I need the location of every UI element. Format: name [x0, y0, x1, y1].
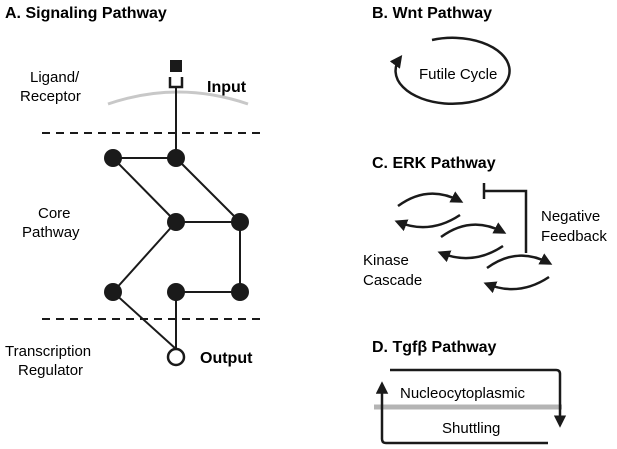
kinase-label-line1: Kinase: [363, 252, 409, 269]
kinase-cycle-1: [394, 191, 464, 232]
feedback-label-line1: Negative: [541, 208, 600, 225]
ligand-square-icon: [170, 60, 182, 72]
negative-feedback-line: [484, 189, 528, 253]
panel-d-title: D. Tgfβ Pathway: [372, 339, 497, 356]
output-node-open-circle-icon: [166, 347, 186, 367]
cycle-arrow-icon: [483, 275, 550, 294]
receptor-cup-icon: [168, 77, 184, 89]
ligand-label-line1: Ligand/: [30, 69, 80, 86]
futile-cycle-arrow-icon: [389, 36, 511, 106]
node-circle-icon: [104, 149, 122, 167]
node-circle-icon: [104, 283, 122, 301]
node-circle-icon: [167, 213, 185, 231]
cycle-arrow-icon: [440, 222, 507, 239]
feedback-label-line2: Feedback: [541, 228, 607, 245]
edge: [112, 221, 177, 293]
edge: [175, 157, 241, 223]
node-circle-icon: [231, 283, 249, 301]
edge: [112, 291, 177, 350]
node-circle-icon: [167, 149, 185, 167]
cycle-arrow-icon: [394, 213, 461, 232]
transcription-label-line2: Regulator: [18, 362, 83, 379]
kinase-cycle-3: [483, 253, 553, 294]
panel-b-title: B. Wnt Pathway: [372, 5, 492, 22]
edge: [112, 157, 177, 223]
nucleocytoplasmic-label: Nucleocytoplasmic: [400, 385, 526, 402]
panel-d-tgfb-pathway: D. Tgfβ Pathway Nucleocytoplasmic Shuttl…: [372, 339, 567, 445]
transcription-label-line1: Transcription: [5, 343, 91, 360]
network-edges: [112, 157, 241, 350]
panel-c-erk-pathway: C. ERK Pathway Negative Feedback Kinase …: [363, 155, 607, 294]
export-arrow-icon: [375, 381, 548, 445]
kinase-label-line2: Cascade: [363, 272, 422, 289]
node-circle-icon: [231, 213, 249, 231]
cycle-arrow-icon: [437, 244, 504, 263]
futile-cycle-label: Futile Cycle: [419, 66, 497, 83]
core-label-line1: Core: [38, 205, 71, 222]
panel-a-title: A. Signaling Pathway: [5, 5, 167, 22]
panel-b-wnt-pathway: B. Wnt Pathway Futile Cycle: [372, 5, 511, 106]
kinase-cycle-2: [437, 222, 507, 263]
ligand-label-line2: Receptor: [20, 88, 81, 105]
input-label: Input: [207, 79, 247, 96]
panel-a-signaling-pathway: A. Signaling Pathway Ligand/ Receptor Co…: [5, 5, 262, 379]
panel-c-title: C. ERK Pathway: [372, 155, 496, 172]
cycle-arrow-icon: [397, 191, 464, 208]
network-nodes: [104, 149, 249, 301]
import-arrow-icon: [390, 368, 567, 428]
core-label-line2: Pathway: [22, 224, 80, 241]
output-label: Output: [200, 350, 253, 367]
shuttling-label: Shuttling: [442, 420, 500, 437]
cycle-arrow-icon: [486, 253, 553, 270]
node-circle-icon: [167, 283, 185, 301]
membrane-arc: [107, 90, 249, 106]
